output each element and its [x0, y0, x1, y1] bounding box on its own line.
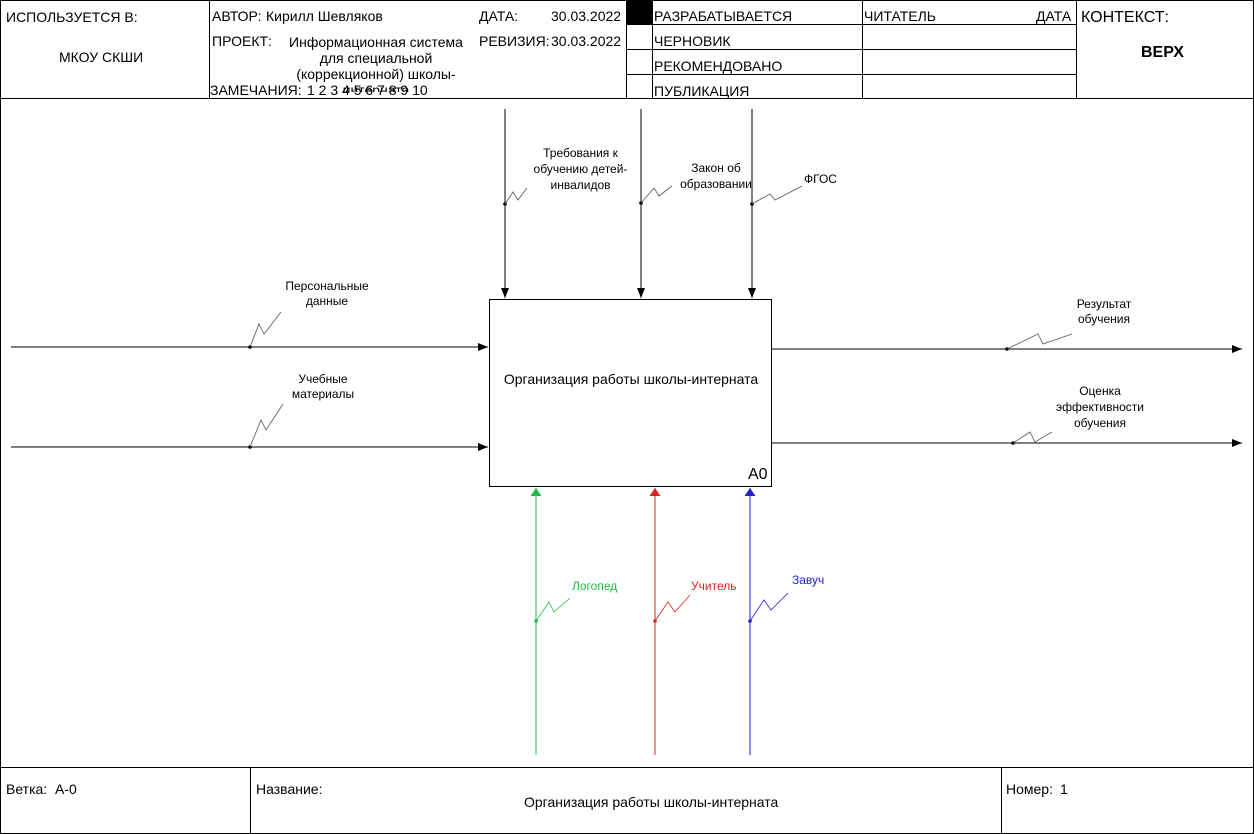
mechanism-label-speech-therapist: Логопед: [572, 579, 618, 593]
activity-title: Организация работы школы-интерната: [503, 371, 759, 387]
revision-label: РЕВИЗИЯ:: [479, 33, 550, 49]
footer-number-cell: [1001, 767, 1254, 834]
status-row-divider: [626, 24, 1077, 25]
control-label-requirements: Требования к обучению детей-инвалидов: [533, 146, 628, 192]
output-label-efficiency-assessment: Оценка эффективности обучения: [1055, 384, 1144, 430]
status-recommended: РЕКОМЕНДОВАНО: [654, 58, 783, 74]
used-in-value: МКОУ СКШИ: [59, 49, 144, 65]
number-label: Номер:: [1006, 781, 1053, 797]
status-draft: ЧЕРНОВИК: [654, 33, 731, 49]
number-value: 1: [1060, 781, 1068, 797]
diagram-title: Организация работы школы-интерната: [524, 794, 779, 810]
node-value: A-0: [55, 781, 77, 797]
mechanism-arrow-speech-therapist: [530, 488, 571, 755]
context-value: ВЕРХ: [1141, 44, 1184, 61]
mechanism-label-head-teacher: Завуч: [792, 573, 825, 587]
context-label: КОНТЕКСТ:: [1081, 9, 1169, 26]
footer-node-cell: [0, 767, 251, 834]
control-label-fgos: ФГОС: [804, 172, 837, 186]
activity-box: [489, 299, 772, 487]
date-value: 30.03.2022: [551, 8, 622, 24]
date-label: ДАТА:: [479, 8, 519, 24]
input-label-personal-data: Персональные данные: [285, 279, 369, 308]
project-label: ПРОЕКТ:: [212, 33, 272, 49]
status-developing: РАЗРАБАТЫВАЕТСЯ: [654, 8, 793, 24]
output-arrow: [772, 333, 1242, 353]
reader-date-label: ДАТА: [1036, 8, 1072, 24]
status-publication: ПУБЛИКАЦИЯ: [654, 83, 750, 99]
control-label-education-law: Закон об образовании: [680, 161, 752, 191]
notes-value: 1 2 3 4 5 6 7 8 9 10: [307, 83, 428, 98]
control-arrow: [501, 109, 528, 298]
notes-label: ЗАМЕЧАНИЯ:: [210, 83, 302, 98]
activity-code: A0: [748, 466, 768, 483]
title-label: Название:: [256, 781, 323, 797]
node-label: Ветка:: [6, 781, 48, 797]
used-in-label: ИСПОЛЬЗУЕТСЯ В:: [6, 9, 138, 25]
input-arrow: [11, 403, 488, 451]
author-label: АВТОР:: [212, 8, 262, 24]
reader-label: ЧИТАТЕЛЬ: [864, 8, 936, 24]
output-arrow: [772, 431, 1242, 447]
mechanism-label-teacher: Учитель: [691, 579, 737, 593]
input-arrow: [11, 311, 488, 351]
mechanism-arrow-teacher: [649, 488, 691, 755]
input-label-teaching-materials: Учебные материалы: [291, 372, 355, 401]
status-row-divider: [626, 74, 1077, 75]
control-arrow: [637, 109, 673, 298]
status-current-marker: [627, 1, 652, 24]
control-arrow: [748, 109, 803, 298]
revision-value: 30.03.2022: [551, 33, 622, 49]
mechanism-arrow-head-teacher: [744, 488, 789, 755]
project-value: Информационная система для специальной (…: [289, 34, 463, 92]
author-value: Кирилл Шевляков: [266, 8, 383, 24]
status-row-divider: [626, 49, 1077, 50]
output-label-learning-result: Результат обучения: [1076, 297, 1132, 326]
